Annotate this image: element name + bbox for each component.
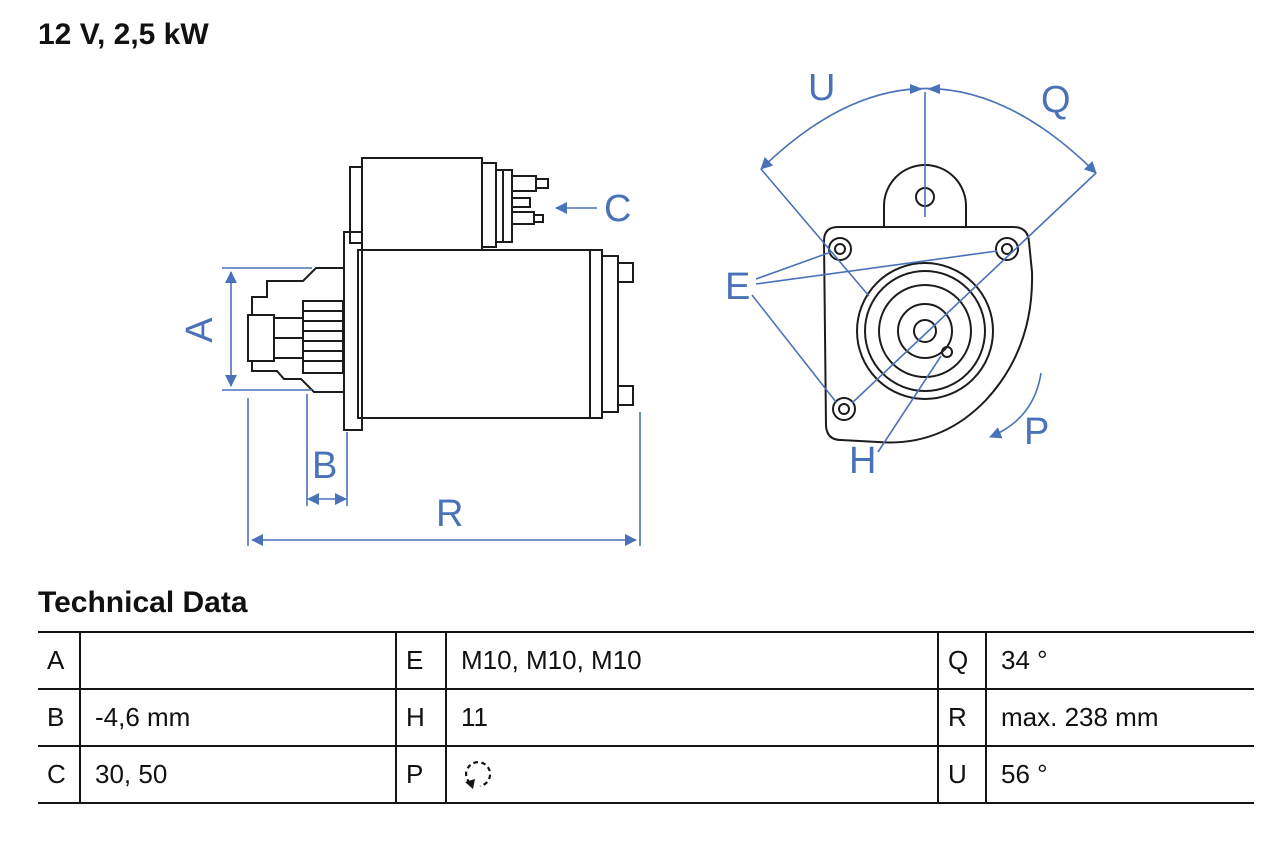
technical-data-table: A E M10, M10, M10 Q 34 ° B -4,6 mm H 11 … — [38, 631, 1254, 804]
spec-h-key: H — [395, 688, 446, 747]
dim-label-p: P — [1024, 411, 1049, 453]
spec-q-value: 34 ° — [985, 631, 1254, 690]
spec-r-value: max. 238 mm — [985, 688, 1254, 747]
arc-center-arrowheads — [910, 84, 940, 94]
dim-label-a: A — [179, 317, 221, 343]
table-row: C 30, 50 P U 56 ° — [38, 745, 1254, 804]
spec-q-key: Q — [937, 631, 986, 690]
dim-label-r: R — [436, 493, 463, 535]
table-row: B -4,6 mm H 11 R max. 238 mm — [38, 688, 1254, 747]
dim-label-u: U — [808, 67, 835, 109]
dim-label-q: Q — [1041, 79, 1071, 121]
spec-p-value — [445, 745, 938, 804]
page-title: 12 V, 2,5 kW — [38, 18, 209, 51]
dim-label-b: B — [312, 445, 337, 487]
technical-drawing: A B C R U Q E H P — [179, 67, 1097, 546]
dim-label-h: H — [849, 440, 876, 482]
spec-r-key: R — [937, 688, 986, 747]
spec-a-value — [79, 631, 396, 690]
spec-a-key: A — [38, 631, 80, 690]
side-view-outline — [247, 157, 634, 431]
spec-e-value: M10, M10, M10 — [445, 631, 938, 690]
rotation-ccw-icon — [465, 760, 492, 789]
spec-u-key: U — [937, 745, 986, 804]
dim-label-e: E — [725, 266, 750, 308]
spec-c-key: C — [38, 745, 80, 804]
dim-label-c: C — [604, 188, 631, 230]
spec-u-value: 56 ° — [985, 745, 1254, 804]
spec-b-key: B — [38, 688, 80, 747]
spec-c-value: 30, 50 — [79, 745, 396, 804]
dimension-lines — [222, 87, 1097, 546]
table-row: A E M10, M10, M10 Q 34 ° — [38, 631, 1254, 690]
spec-b-value: -4,6 mm — [79, 688, 396, 747]
spec-e-key: E — [395, 631, 446, 690]
spec-p-key: P — [395, 745, 446, 804]
section-heading: Technical Data — [38, 586, 248, 619]
spec-h-value: 11 — [445, 688, 938, 747]
